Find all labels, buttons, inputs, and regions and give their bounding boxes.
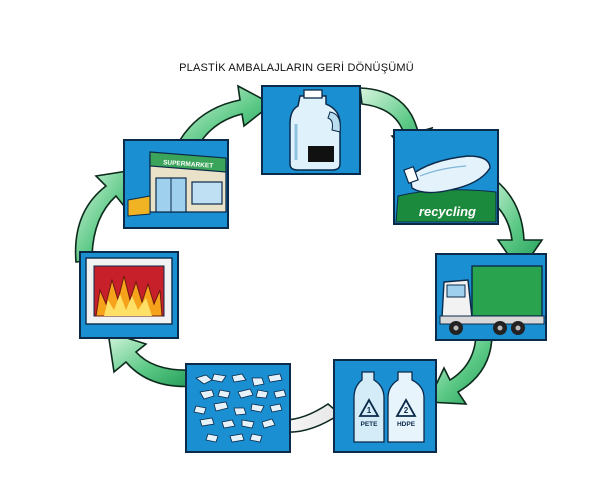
garbage-truck-icon bbox=[439, 265, 545, 335]
plastic-flakes-icon bbox=[193, 373, 287, 443]
diagram-title: PLASTİK AMBALAJLARIN GERİ DÖNÜŞÜMÜ bbox=[179, 62, 414, 74]
arrow-flakes-to-burning bbox=[107, 330, 197, 388]
hdpe-recycle-icon bbox=[395, 398, 417, 417]
stage-supermarket-panel: SUPERMARKET bbox=[123, 139, 229, 229]
stage-flakes-panel bbox=[185, 363, 291, 453]
stage-bottle-panel bbox=[261, 85, 361, 175]
milk-jug-icon bbox=[289, 89, 341, 171]
stage-recycling-panel: recycling bbox=[393, 129, 499, 225]
pete-recycle-icon bbox=[358, 398, 380, 417]
pete-number: 1 bbox=[367, 406, 372, 415]
stage-sorting-panel: 1 2 PETE HDPE bbox=[333, 359, 437, 453]
stage-truck-panel bbox=[435, 253, 547, 341]
sorted-bottles-icon bbox=[353, 371, 425, 443]
hdpe-number: 2 bbox=[404, 406, 409, 415]
hdpe-label: HDPE bbox=[397, 421, 416, 428]
supermarket-icon bbox=[127, 151, 227, 217]
pete-label: PETE bbox=[361, 421, 379, 428]
stage-burning-panel bbox=[79, 251, 179, 339]
arrow-truck-to-sorting bbox=[426, 331, 493, 405]
supermarket-sign: SUPERMARKET bbox=[163, 159, 214, 169]
crushed-plastic-icon bbox=[403, 155, 491, 194]
fire-icon bbox=[95, 275, 163, 317]
recycling-label: recycling bbox=[419, 204, 476, 219]
